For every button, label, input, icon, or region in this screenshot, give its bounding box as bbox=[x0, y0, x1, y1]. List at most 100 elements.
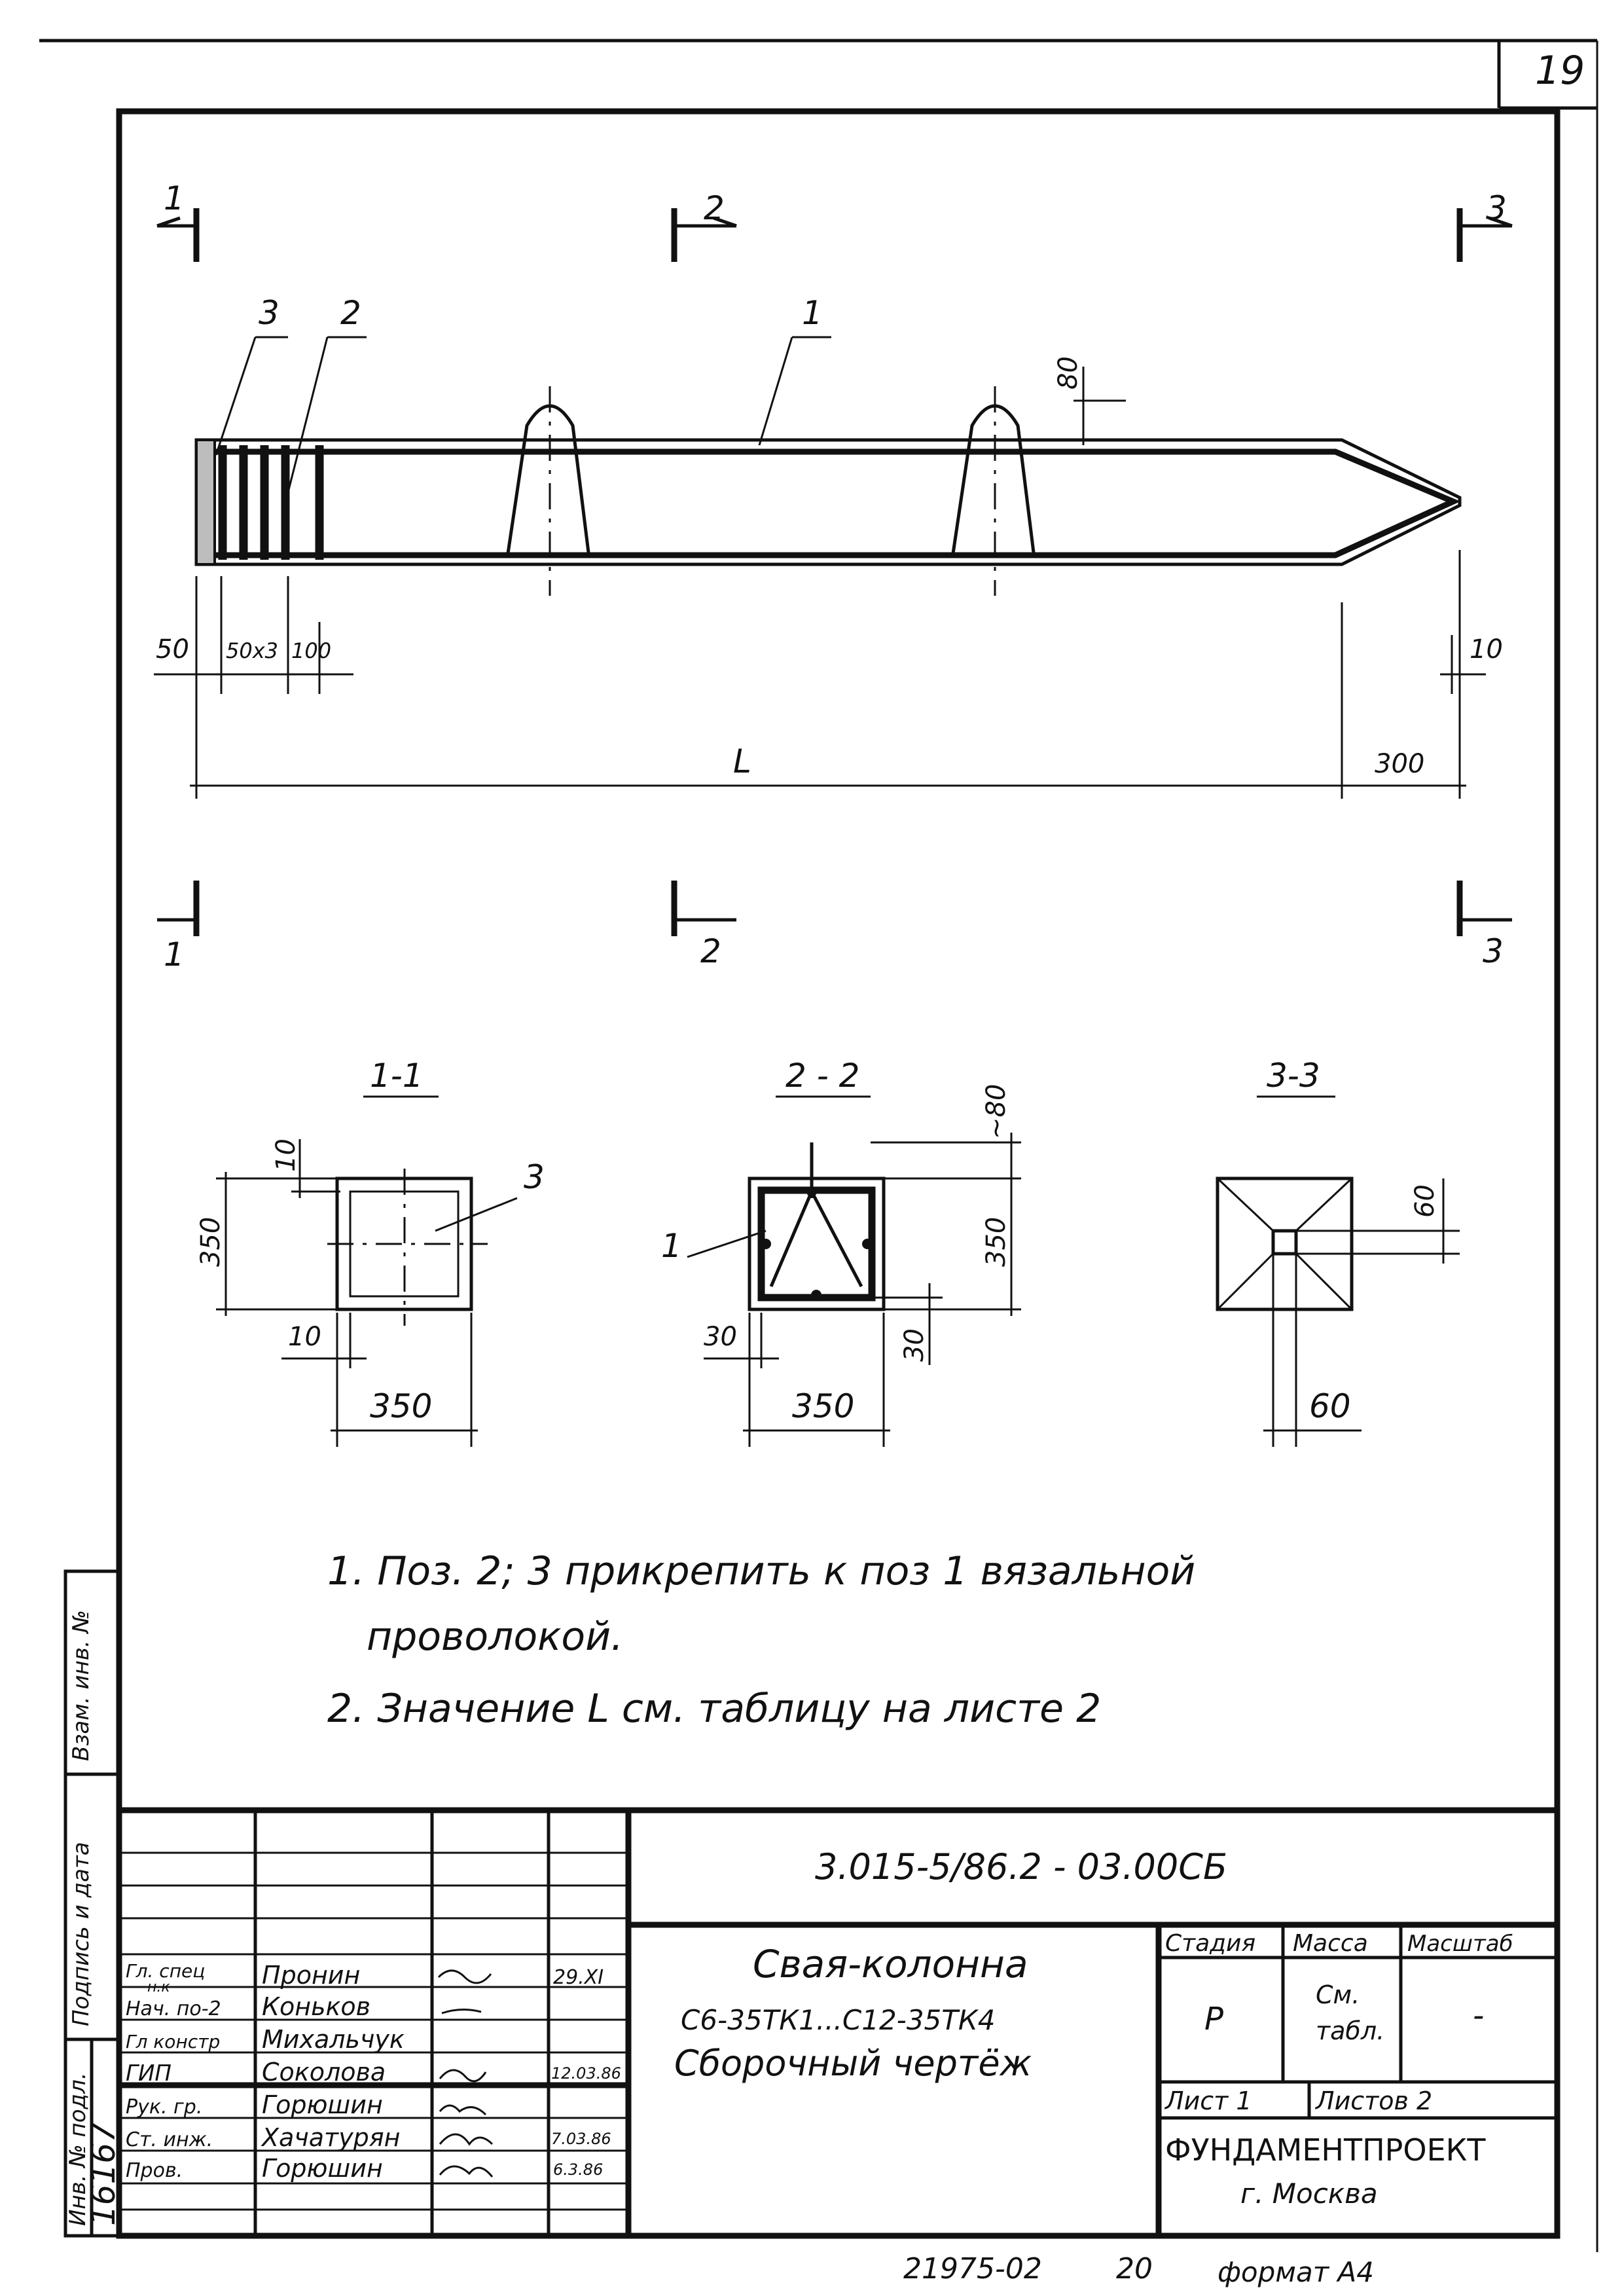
lifting-loop-2 bbox=[950, 404, 1036, 558]
section-2-2: 2 - 2 1 ~80 350 30 30 350 bbox=[661, 1057, 1021, 1447]
role: Рук. гр. bbox=[126, 2096, 202, 2119]
section-3-3-title: 3-3 bbox=[1267, 1057, 1320, 1095]
product-title: Свая-колонна bbox=[753, 1942, 1028, 1986]
pile-elevation: 3 2 1 80 bbox=[194, 294, 1462, 596]
section-mark-1-bottom-label: 1 bbox=[164, 936, 185, 974]
section-2-2-dim-cover-v: 30 bbox=[899, 1328, 929, 1362]
main-frame bbox=[116, 108, 1561, 2239]
section-2-2-dim-cover-h: 30 bbox=[704, 1322, 737, 1352]
section-2-2-leader: 1 bbox=[661, 1227, 682, 1265]
name: Хачатурян bbox=[261, 2123, 401, 2152]
scale-value: - bbox=[1473, 1997, 1484, 2034]
role: Пров. bbox=[126, 2159, 183, 2182]
date: 7.03.86 bbox=[551, 2130, 611, 2148]
signature-rows: Гл. спец н.к Пронин 29.XI Нач. по-2 Конь… bbox=[126, 1960, 621, 2183]
note-1: 1. Поз. 2; 3 прикрепить к поз 1 вязально… bbox=[327, 1548, 1195, 1594]
dim-length-L: L bbox=[733, 742, 751, 780]
dim-tip-end: 10 bbox=[1470, 634, 1503, 665]
handwritten-signatures bbox=[437, 1969, 494, 2178]
dim-tip-length: 300 bbox=[1375, 749, 1424, 779]
section-mark-1-top-label: 1 bbox=[164, 179, 185, 217]
dim-gap: 100 bbox=[291, 638, 331, 663]
format-label: формат А4 bbox=[1218, 2256, 1374, 2288]
pile-rebar-cage bbox=[216, 448, 1461, 558]
role: Гл. спец bbox=[126, 1960, 205, 1982]
section-3-3-dim-right: 60 bbox=[1410, 1184, 1440, 1218]
section-mark-1-top: 1 bbox=[156, 179, 200, 262]
section-1-1-dim-gap: 10 bbox=[288, 1322, 321, 1352]
date: 12.03.86 bbox=[551, 2064, 621, 2083]
side-stamp-inv-value: 16167 bbox=[84, 2122, 122, 2226]
signature-row: Гл. спец н.к Пронин 29.XI bbox=[126, 1960, 604, 1995]
dim-top-offset: 80 bbox=[1053, 356, 1083, 390]
section-mark-3-bottom: 3 bbox=[1456, 881, 1512, 970]
section-mark-2-top-label: 2 bbox=[704, 189, 725, 227]
role: Нач. по-2 bbox=[126, 1997, 221, 2020]
name: Пронин bbox=[262, 1961, 360, 1990]
bottom-sheet: 20 bbox=[1116, 2252, 1153, 2286]
name: Горюшин bbox=[262, 2090, 383, 2119]
signature-row: Ст. инж. Хачатурян 7.03.86 bbox=[126, 2123, 611, 2152]
signature-row: Гл констр Михальчук bbox=[126, 2025, 405, 2054]
side-stamp: Взам. инв. № Подпись и дата Инв. № подл.… bbox=[63, 1569, 122, 2238]
note-2: 2. Значение L см. таблицу на листе 2 bbox=[327, 1686, 1101, 1732]
footer: 21975-02 20 формат А4 bbox=[903, 2252, 1374, 2288]
section-1-1: 1-1 3 10 350 10 350 bbox=[196, 1057, 545, 1447]
signature-row: Рук. гр. Горюшин bbox=[126, 2090, 383, 2119]
pile-outline bbox=[194, 438, 1462, 566]
signature-row: Нач. по-2 Коньков bbox=[126, 1992, 370, 2021]
page-number: 19 bbox=[1535, 48, 1585, 94]
section-1-1-leader: 3 bbox=[524, 1158, 545, 1196]
product-codes: С6-35ТК1...С12-35ТК4 bbox=[681, 2004, 995, 2036]
section-mark-2-top: 2 bbox=[671, 189, 737, 262]
signature-row: Пров. Горюшин 6.3.86 bbox=[126, 2154, 603, 2183]
product-subtitle: Сборочный чертёж bbox=[674, 2043, 1032, 2084]
section-2-2-dim-side: 350 bbox=[981, 1217, 1011, 1267]
date: 29.XI bbox=[553, 1966, 604, 1989]
org-name: ФУНДАМЕНТПРОЕКТ bbox=[1165, 2132, 1486, 2168]
org-city: г. Москва bbox=[1240, 2178, 1378, 2210]
leader-2-label: 2 bbox=[340, 294, 361, 332]
notes: 1. Поз. 2; 3 прикрепить к поз 1 вязально… bbox=[327, 1548, 1195, 1732]
mass-value-1: См. bbox=[1316, 1980, 1360, 2009]
section-mark-1-bottom: 1 bbox=[157, 881, 200, 974]
end-mesh-pos3 bbox=[195, 439, 216, 566]
side-stamp-inv-orig: Инв. № подл. bbox=[65, 2072, 91, 2226]
section-2-2-dim-width: 350 bbox=[792, 1387, 854, 1425]
role: Гл констр bbox=[126, 2031, 220, 2052]
scale-label: Масштаб bbox=[1407, 1931, 1513, 1957]
role: Ст. инж. bbox=[126, 2128, 213, 2151]
section-mark-2-bottom-label: 2 bbox=[700, 932, 721, 970]
section-mark-2-bottom: 2 bbox=[671, 881, 736, 970]
title-block-right: 3.015-5/86.2 - 03.00СБ Свая-колонна С6-3… bbox=[674, 1846, 1557, 2236]
stage-value: Р bbox=[1204, 2001, 1223, 2037]
name: Коньков bbox=[262, 1992, 370, 2021]
elevation-dimensions: 50 50x3 100 L 300 10 bbox=[154, 550, 1503, 799]
leader-1-label: 1 bbox=[802, 294, 823, 332]
section-2-2-dim-top: ~80 bbox=[981, 1084, 1011, 1139]
bottom-number: 21975-02 bbox=[903, 2252, 1042, 2286]
name: Горюшин bbox=[262, 2154, 383, 2183]
section-3-3: 3-3 60 60 bbox=[1216, 1057, 1460, 1447]
side-stamp-inv-sub: Взам. инв. № bbox=[68, 1610, 94, 1761]
dim-spacing: 50x3 bbox=[226, 638, 278, 663]
leader-3-label: 3 bbox=[259, 294, 280, 332]
sheet-label: Лист 1 bbox=[1164, 2086, 1252, 2115]
mass-label: Масса bbox=[1293, 1930, 1368, 1957]
dim-left-start: 50 bbox=[156, 634, 189, 665]
section-mark-3-bottom-label: 3 bbox=[1483, 932, 1504, 970]
role-2: н.к bbox=[147, 1979, 170, 1995]
name: Соколова bbox=[262, 2058, 386, 2086]
section-1-1-dim-width: 350 bbox=[370, 1387, 432, 1425]
role: ГИП bbox=[126, 2060, 171, 2086]
section-1-1-title: 1-1 bbox=[370, 1057, 424, 1095]
sheets-label: Листов 2 bbox=[1314, 2086, 1432, 2115]
section-2-2-title: 2 - 2 bbox=[785, 1057, 859, 1095]
side-stamp-sign-date: Подпись и дата bbox=[68, 1842, 94, 2026]
name: Михальчук bbox=[262, 2025, 405, 2054]
lifting-loop-1 bbox=[505, 404, 591, 558]
section-mark-3-top-label: 3 bbox=[1486, 189, 1507, 227]
section-1-1-dim-side: 350 bbox=[196, 1217, 226, 1267]
date: 6.3.86 bbox=[553, 2160, 603, 2179]
